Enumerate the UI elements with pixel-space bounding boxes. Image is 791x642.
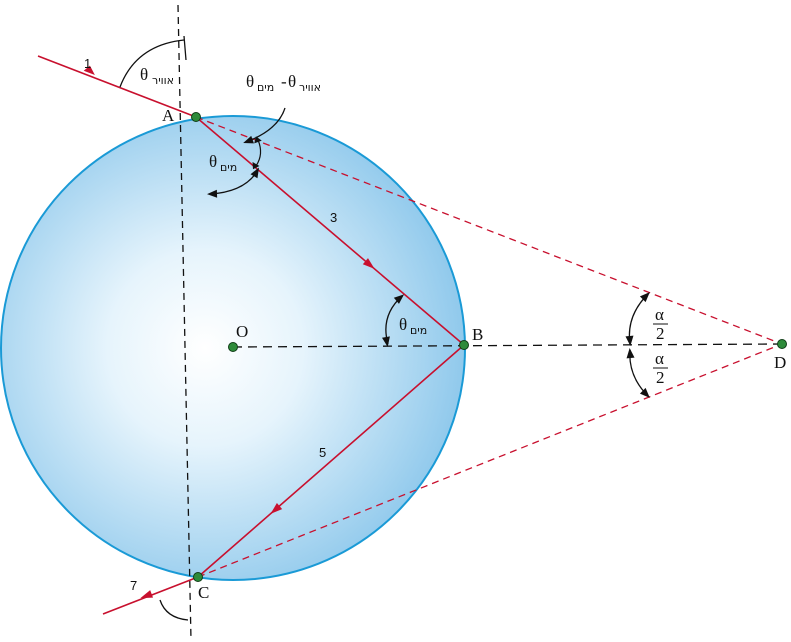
alpha-upper-head-2 (625, 335, 634, 346)
alpha-upper-numerator: α (655, 305, 664, 324)
difference-pointer-head (243, 135, 254, 144)
extension-a-d (195, 116, 783, 345)
alpha-lower-numerator: α (655, 349, 664, 368)
diff-theta-1: θ (246, 72, 254, 91)
alpha-lower-denominator: 2 (656, 368, 665, 387)
ray-5-arrow (270, 503, 283, 514)
alpha-upper-denominator: 2 (656, 324, 665, 343)
ray-label-5: 5 (319, 445, 326, 460)
alpha-upper-head-1 (639, 292, 650, 303)
point-a (191, 112, 201, 122)
theta-water-a-head-1 (207, 189, 218, 198)
theta-water-a-theta: θ (209, 152, 217, 171)
theta-air-subscript: אוויר (152, 74, 174, 87)
ray-label-7: 7 (130, 578, 137, 593)
ray-7-arrow (140, 590, 154, 599)
point-o (228, 342, 238, 352)
theta-water-a-head-2 (250, 167, 259, 179)
diff-subscript-air: אוויר (299, 81, 321, 94)
point-b (459, 340, 469, 350)
label-c: C (198, 583, 209, 602)
label-d: D (774, 353, 786, 372)
theta-water-b-subscript: מים (410, 324, 427, 337)
normal-line-aoc (177, 4, 192, 641)
angle-arc-difference (255, 139, 262, 167)
ray-label-3: 3 (330, 210, 337, 225)
theta-water-b-theta: θ (399, 315, 407, 334)
axis-line-od (232, 343, 783, 348)
theta-water-a-subscript: מים (220, 161, 237, 174)
point-c (193, 572, 203, 582)
angle-arc-theta-air (119, 39, 185, 88)
diff-subscript-water: מים (257, 81, 274, 94)
angle-arc-exit (159, 599, 189, 621)
point-d (777, 339, 787, 349)
ray-3-arrow (362, 258, 375, 269)
alpha-lower-head-1 (626, 348, 635, 359)
ray-1-arrow (83, 65, 95, 76)
theta-water-b-head-1 (393, 294, 405, 304)
diff-minus: - (281, 72, 287, 91)
theta-air-theta: θ (140, 65, 148, 84)
diff-theta-2: θ (288, 72, 296, 91)
label-b: B (472, 325, 483, 344)
ray-5 (197, 344, 465, 578)
normal-stub-top (183, 35, 187, 61)
label-a: A (162, 106, 175, 125)
ray-3 (195, 116, 465, 346)
ray-label-1: 1 (84, 56, 91, 71)
extension-c-d (197, 343, 783, 578)
label-o: O (236, 322, 248, 341)
theta-water-b-head-2 (382, 336, 390, 347)
ray-1 (37, 55, 197, 118)
difference-arrow-head-2 (252, 162, 260, 170)
alpha-lower-head-2 (639, 387, 650, 398)
